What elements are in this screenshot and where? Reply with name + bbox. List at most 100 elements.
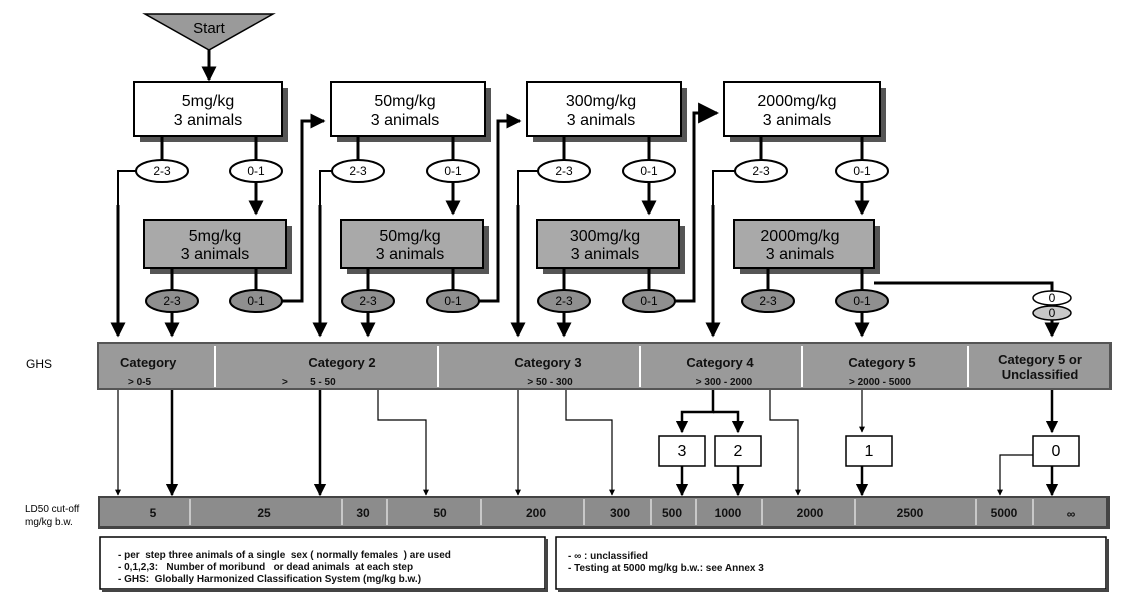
ld50-value: 25 (257, 506, 271, 520)
svg-text:2: 2 (734, 443, 743, 460)
oval-low: 0-1 (229, 159, 283, 183)
oval-low: 0-1 (426, 289, 480, 313)
ld50-value: ∞ (1067, 507, 1076, 521)
category-3: Category 3 > 50 - 300 (514, 355, 581, 388)
category-5-or-unclassified: Category 5 or Unclassified (998, 352, 1082, 382)
svg-text:Category 2: Category 2 (308, 355, 375, 370)
svg-text:2-3: 2-3 (153, 164, 171, 178)
upper-box-animals: 3 animals (763, 112, 831, 129)
oval-high: 2-3 (341, 289, 395, 313)
note-line: - Testing at 5000 mg/kg b.w.: see Annex … (568, 563, 764, 574)
note-line: - ∞ : unclassified (568, 551, 648, 562)
svg-text:Category 4: Category 4 (686, 355, 754, 370)
oval-low: 0-1 (229, 289, 283, 313)
svg-text:Category 3: Category 3 (514, 355, 581, 370)
svg-text:0-1: 0-1 (853, 164, 871, 178)
svg-text:> 2000 - 5000: > 2000 - 5000 (849, 377, 911, 388)
category-2: Category 2 > 5 - 50 (282, 355, 376, 388)
sub-box-3: 3 (658, 435, 706, 467)
upper-box-animals: 3 animals (567, 112, 635, 129)
svg-text:0-1: 0-1 (247, 164, 265, 178)
svg-text:Category 5 or: Category 5 or (998, 352, 1082, 367)
svg-text:2-3: 2-3 (752, 164, 770, 178)
ld50-value: 5000 (991, 506, 1018, 520)
oval-low: 0-1 (835, 159, 889, 183)
category-1: Category > 0-5 (120, 355, 177, 388)
ld50-value: 300 (610, 506, 630, 520)
upper-box-dose: 5mg/kg (182, 93, 234, 110)
note-line: - per step three animals of a single sex… (118, 550, 451, 561)
svg-text:3: 3 (678, 443, 687, 460)
svg-text:2-3: 2-3 (759, 294, 777, 308)
upper-dose-box-50: 50mg/kg 3 animals (330, 81, 491, 142)
category-arrows (110, 102, 1060, 338)
svg-text:0-1: 0-1 (853, 294, 871, 308)
svg-text:2-3: 2-3 (163, 294, 181, 308)
svg-text:Unclassified: Unclassified (1002, 367, 1079, 382)
svg-text:Category 5: Category 5 (848, 355, 915, 370)
ld50-bar: 5 25 30 50 200 300 500 1000 2000 2500 50… (98, 496, 1110, 529)
sub-box-2: 2 (714, 435, 762, 467)
lower-dose-box-300: 300mg/kg 3 animals (536, 219, 685, 274)
oval-low: 0-1 (622, 289, 676, 313)
lower-box-animals: 3 animals (766, 246, 834, 263)
upper-box-dose: 300mg/kg (566, 93, 636, 110)
sub-box-1: 1 (845, 435, 893, 467)
svg-text:2-3: 2-3 (349, 164, 367, 178)
svg-text:> 300 - 2000: > 300 - 2000 (696, 377, 753, 388)
lower-dose-box-5: 5mg/kg 3 animals (143, 219, 292, 274)
upper-dose-box-5: 5mg/kg 3 animals (133, 81, 288, 142)
ld50-value: 2000 (797, 506, 824, 520)
oval-low: 0-1 (835, 289, 889, 313)
oval-high: 2-3 (734, 159, 788, 183)
svg-text:0: 0 (1049, 306, 1056, 320)
notes-left: - per step three animals of a single sex… (99, 536, 548, 592)
svg-text:2-3: 2-3 (359, 294, 377, 308)
oval-high: 2-3 (135, 159, 189, 183)
oval-zero-white: 0 (1032, 290, 1072, 306)
svg-text:> 0-5: > 0-5 (128, 377, 152, 388)
ld50-value: 1000 (715, 506, 742, 520)
upper-box-animals: 3 animals (174, 112, 242, 129)
upper-box-dose: 2000mg/kg (757, 93, 836, 110)
oval-high: 2-3 (331, 159, 385, 183)
oval-high: 2-3 (741, 289, 795, 313)
ld50-value: 30 (356, 506, 370, 520)
svg-text:2-3: 2-3 (555, 294, 573, 308)
oval-high: 2-3 (537, 289, 591, 313)
category-5: Category 5 > 2000 - 5000 (848, 355, 915, 388)
svg-text:0-1: 0-1 (444, 294, 462, 308)
lower-dose-box-2000: 2000mg/kg 3 animals (733, 219, 880, 274)
start-label: Start (193, 20, 226, 37)
ld50-value: 500 (662, 506, 682, 520)
notes-right: - ∞ : unclassified - Testing at 5000 mg/… (555, 536, 1109, 592)
svg-text:Category: Category (120, 355, 177, 370)
start-node: Start (142, 13, 276, 51)
lower-box-dose: 300mg/kg (570, 228, 640, 245)
oval-low: 0-1 (426, 159, 480, 183)
oval-high: 2-3 (145, 289, 199, 313)
ld50-value: 2500 (897, 506, 924, 520)
lower-box-animals: 3 animals (181, 246, 249, 263)
upper-box-dose: 50mg/kg (374, 93, 435, 110)
ld50-value: 200 (526, 506, 546, 520)
oval-low: 0-1 (622, 159, 676, 183)
ld50-value: 50 (433, 506, 447, 520)
ghs-label: GHS (26, 357, 52, 371)
ld50-label: LD50 cut-off (25, 504, 80, 515)
lower-outcome-ovals: 2-3 0-1 2-3 0-1 2-3 0-1 2-3 0-1 0 0 (145, 289, 1072, 321)
lower-box-dose: 50mg/kg (379, 228, 440, 245)
svg-text:> 50 - 300: > 50 - 300 (527, 377, 573, 388)
lower-box-dose: 2000mg/kg (760, 228, 839, 245)
oval-high: 2-3 (537, 159, 591, 183)
svg-text:0-1: 0-1 (444, 164, 462, 178)
lower-box-animals: 3 animals (376, 246, 444, 263)
ld50-units: mg/kg b.w. (25, 517, 73, 528)
category-4: Category 4 > 300 - 2000 (686, 355, 754, 388)
upper-dose-box-300: 300mg/kg 3 animals (526, 81, 687, 142)
svg-text:0-1: 0-1 (640, 164, 658, 178)
svg-text:0: 0 (1052, 443, 1061, 460)
lower-dose-box-50: 50mg/kg 3 animals (340, 219, 489, 274)
ld50-connectors (115, 390, 1059, 497)
